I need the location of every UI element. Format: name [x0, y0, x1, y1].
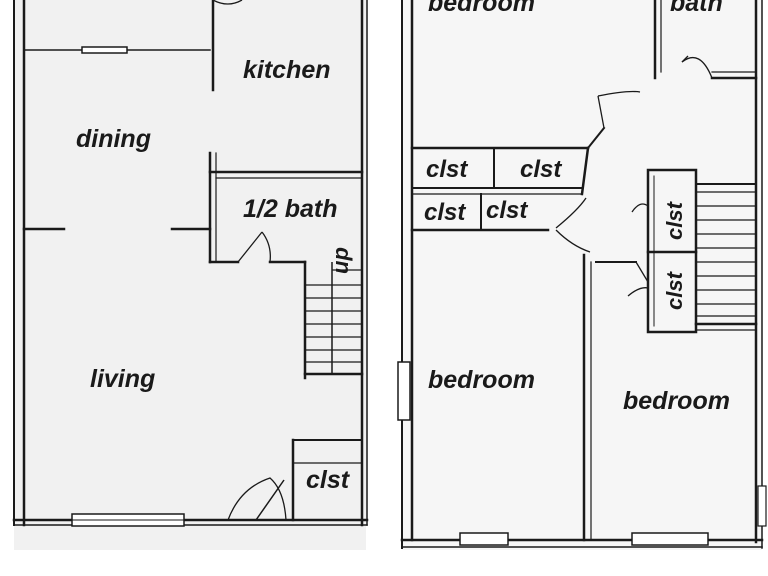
- closet-3-label: clst: [424, 199, 466, 226]
- first-floor-windows: [71, 46, 185, 527]
- first-floor-area: [14, 0, 366, 550]
- half-bath-label: 1/2 bath: [243, 195, 338, 223]
- closet-2-label: clst: [520, 156, 562, 183]
- bedroom-right-label: bedroom: [623, 387, 730, 415]
- second-floor-area: [402, 0, 762, 550]
- second-floor-walls: [400, 0, 764, 549]
- closet-1-label: clst: [426, 156, 468, 183]
- first-floor-closet-label: clst: [306, 466, 350, 494]
- living-label: living: [90, 365, 156, 393]
- bath-top-label: bath: [670, 0, 723, 17]
- bedroom-top-label: bedroom: [428, 0, 535, 17]
- stair-closet-lower-label: clst: [662, 272, 687, 310]
- first-floor-walls: [12, 0, 369, 527]
- stairs-up-label: up: [328, 247, 353, 274]
- closet-4-label: clst: [486, 197, 528, 224]
- second-floor-windows: [397, 361, 767, 546]
- stair-closet-upper-label: clst: [662, 202, 687, 240]
- second-floor-stairs: [696, 191, 756, 317]
- bedroom-left-label: bedroom: [428, 366, 535, 394]
- first-floor-doors: [212, 0, 287, 521]
- kitchen-label: kitchen: [243, 56, 331, 84]
- second-floor-doors: [555, 55, 713, 297]
- first-floor-stairs: [305, 262, 362, 374]
- dining-label: dining: [76, 125, 151, 153]
